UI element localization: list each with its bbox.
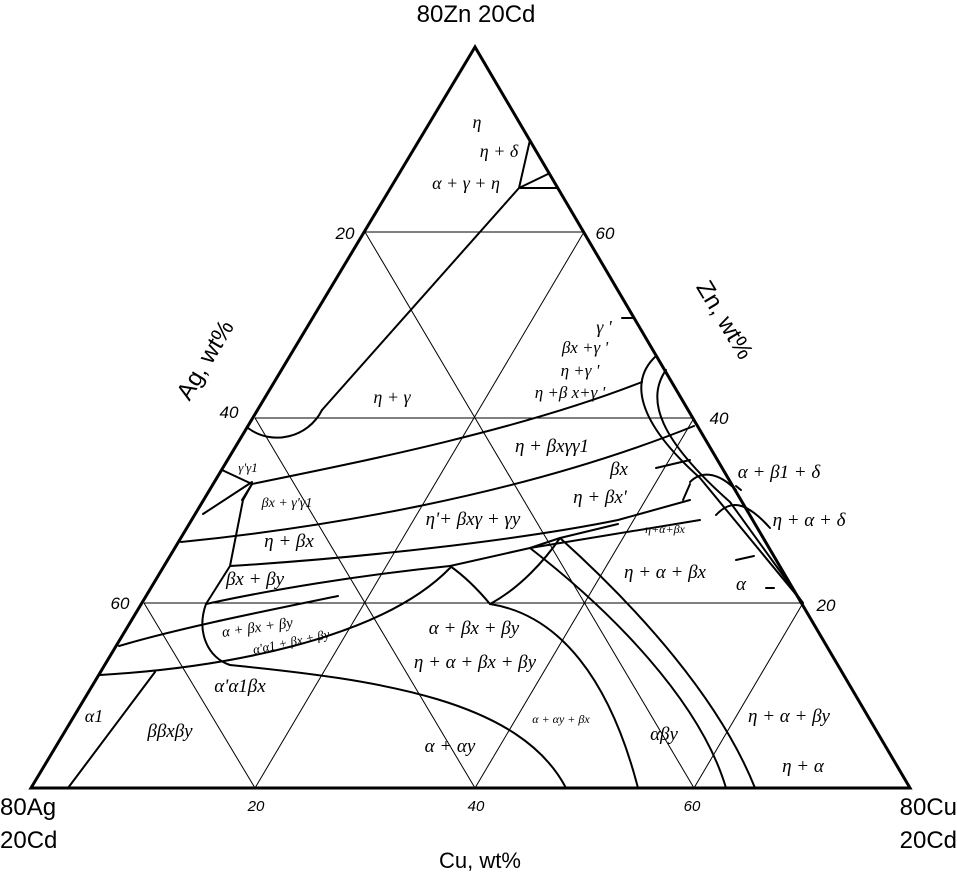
- tick-right-60: 60: [596, 224, 615, 243]
- tick-right-20: 20: [816, 596, 836, 615]
- boundary-left-vertical-1: [201, 565, 231, 666]
- grid-line-falling-1: [254, 231, 585, 789]
- region-label-betax-betay: βx + βy: [225, 569, 285, 590]
- boundary-eta-gamma-diagonal: [321, 187, 520, 411]
- region-label-eta-betax-prime: η + βx': [573, 487, 628, 508]
- region-label-eta-alpha-betax-small: η+α+βx: [645, 522, 685, 536]
- region-labels: η η + δ α + γ + η η + γ γ ' βx +γ ' η +γ…: [85, 112, 847, 777]
- region-label-eta-alpha-betax-betay: η + α + βx + βy: [414, 652, 537, 673]
- region-label-eta: η: [473, 112, 482, 132]
- region-label-alpha-prime-alpha1-betax: α'α1βx: [214, 676, 266, 697]
- phase-boundaries: [67, 139, 804, 789]
- boundary-gamma-prime-left: [241, 483, 253, 501]
- region-label-eta-gamma: η + γ: [373, 387, 411, 407]
- tick-right-40: 40: [710, 409, 729, 428]
- region-label-eta-alpha-betax: η + α + βx: [624, 562, 707, 583]
- vertex-label-bottom-left-line2: 20Cd: [0, 827, 57, 854]
- region-label-alpha: α: [736, 574, 747, 595]
- region-label-alpha-betax-betay: α + βx + βy: [429, 618, 520, 639]
- boundary-alpha1-diagonal: [67, 671, 156, 789]
- region-label-alpha-betay: αβy: [650, 724, 678, 745]
- vertex-label-bottom-right-line1: 80Cu: [900, 794, 957, 821]
- boundary-right-tick-2: [735, 555, 755, 561]
- boundary-alpha-betax-betay: [118, 595, 339, 647]
- tick-left-20: 20: [335, 224, 355, 243]
- boundary-betax-gamma-gamma1: [180, 425, 695, 543]
- boundary-eta-betax-lower: [229, 483, 253, 567]
- boundary-eta-alpha-mid: [449, 523, 619, 567]
- boundary-gamma-prime-right: [202, 481, 253, 515]
- region-label-eta-betax-gamma-gamma1: η + βxγγ1: [515, 436, 589, 457]
- tick-bottom-40: 40: [468, 798, 485, 815]
- grid-line-falling-3: [693, 602, 804, 789]
- boundary-eta-alpha-betax-upper: [529, 519, 701, 549]
- boundary-eta-alpha-betax-betay-lower: [489, 603, 639, 789]
- grid-line-falling-2: [474, 417, 695, 789]
- boundary-alpha-prime-alpha1: [99, 567, 451, 676]
- region-label-eta-gamma-prime: η +γ ': [561, 361, 600, 380]
- vertex-label-top: 80Zn 20Cd: [417, 1, 536, 28]
- region-label-alpha-alphay-betax: α + αy + βx: [532, 712, 590, 726]
- boundary-eta-betax-gamma-upper: [251, 381, 643, 485]
- axis-title-left: Ag, wt%: [171, 315, 239, 404]
- region-label-beta-betax-betay: ββxβy: [146, 721, 193, 742]
- axis-title-right: Zn, wt%: [691, 276, 759, 364]
- tick-left-40: 40: [220, 403, 239, 422]
- boundary-betax-betay-upper: [205, 565, 451, 605]
- region-label-eta-alpha: η + α: [782, 756, 825, 777]
- boundary-eta-gamma-arc: [247, 409, 323, 439]
- boundary-eta-alpha-betay-curve: [559, 537, 756, 789]
- region-label-eta-betax: η + βx: [264, 531, 314, 552]
- boundary-gamma-prime-upper: [221, 469, 253, 485]
- boundary-alpha-alphay-arc: [229, 664, 567, 789]
- region-label-eta-prime-betax-gamma-gammay: η'+ βxγ + γy: [426, 509, 521, 530]
- region-label-betax: βx: [609, 459, 628, 480]
- region-label-eta-alpha-betay: η + α + βy: [748, 706, 831, 727]
- boundary-eta-betax-upper: [229, 499, 691, 567]
- region-label-gamma-prime: γ ': [596, 317, 613, 337]
- region-label-eta-delta: η + δ: [480, 141, 519, 161]
- boundary-alpha-betay-curve: [529, 547, 727, 789]
- boundary-right-tick-4: [735, 485, 742, 491]
- boundary-right-curve-1: [640, 355, 804, 604]
- tick-bottom-20: 20: [247, 798, 265, 815]
- grid-line-rising-3: [364, 231, 695, 789]
- region-label-betax-gamma-prime: βx +γ ': [561, 338, 609, 357]
- boundary-right-curve-2: [656, 369, 804, 604]
- boundary-delta-mid: [518, 173, 549, 189]
- vertex-label-bottom-right-line2: 20Cd: [900, 827, 957, 854]
- region-label-alpha1: α1: [85, 706, 103, 726]
- composition-grid: [143, 231, 804, 789]
- ternary-triangle-frame: [28, 44, 913, 790]
- region-label-alpha-gamma-eta: α + γ + η: [432, 173, 500, 193]
- region-label-betax-gamma-gamma1: βx + γ'γ1: [261, 496, 313, 511]
- boundary-alpha-betax-betay-upper: [489, 537, 561, 605]
- region-label-alpha-alphay: α + αy: [425, 736, 476, 757]
- boundary-eta-prime-split: [449, 565, 491, 605]
- region-label-eta-alpha-delta: η + α + δ: [773, 510, 847, 531]
- vertex-label-bottom-left-line1: 80Ag: [0, 794, 56, 821]
- tick-left-60: 60: [111, 594, 130, 613]
- boundary-right-curve-5: [715, 504, 771, 529]
- region-label-gamma-prime-gamma1: γ'γ1: [238, 460, 258, 475]
- region-label-eta-beta-x-gamma: η +β x+γ ': [535, 383, 606, 402]
- boundary-right-curve-4: [682, 483, 691, 501]
- axis-title-bottom: Cu, wt%: [439, 848, 521, 873]
- region-label-alpha-beta1-delta: α + β1 + δ: [738, 462, 822, 483]
- boundary-right-tick-1: [655, 459, 691, 469]
- boundary-eta-delta: [518, 139, 531, 189]
- tick-bottom-60: 60: [684, 798, 701, 815]
